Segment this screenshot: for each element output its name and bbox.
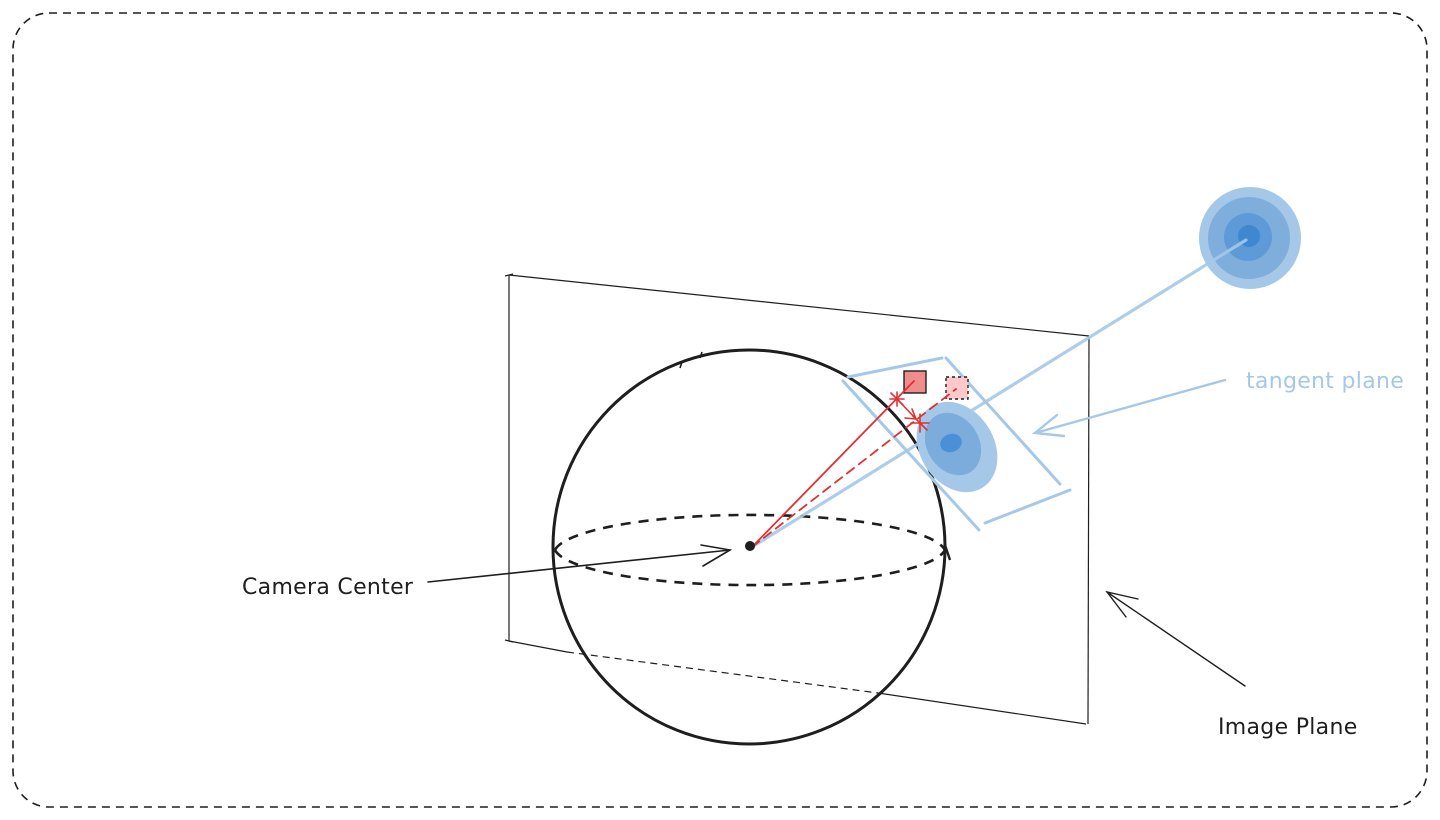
projection-ray — [750, 238, 1248, 549]
intersection-marks — [889, 391, 930, 433]
image-plane-label: Image Plane — [1218, 715, 1358, 740]
camera-center-label: Camera Center — [242, 575, 414, 600]
tangent-plane-label: tangent plane — [1246, 369, 1404, 394]
image-plane-arrow — [1105, 590, 1246, 687]
pixel-square-solid — [903, 370, 927, 394]
gaussian-3d — [1199, 187, 1301, 289]
equator-back — [553, 513, 947, 551]
pixel-square-dashed — [945, 376, 969, 400]
tangent-plane — [841, 356, 1072, 532]
camera-center-dot — [745, 541, 755, 551]
camera-center-arrow — [427, 544, 733, 583]
tangent-plane-arrow — [1032, 378, 1227, 438]
equator-front — [553, 549, 947, 587]
image-plane — [504, 273, 1090, 725]
outer-frame — [12, 12, 1428, 808]
gaussian-2d — [916, 401, 998, 493]
unit-sphere — [551, 348, 952, 746]
